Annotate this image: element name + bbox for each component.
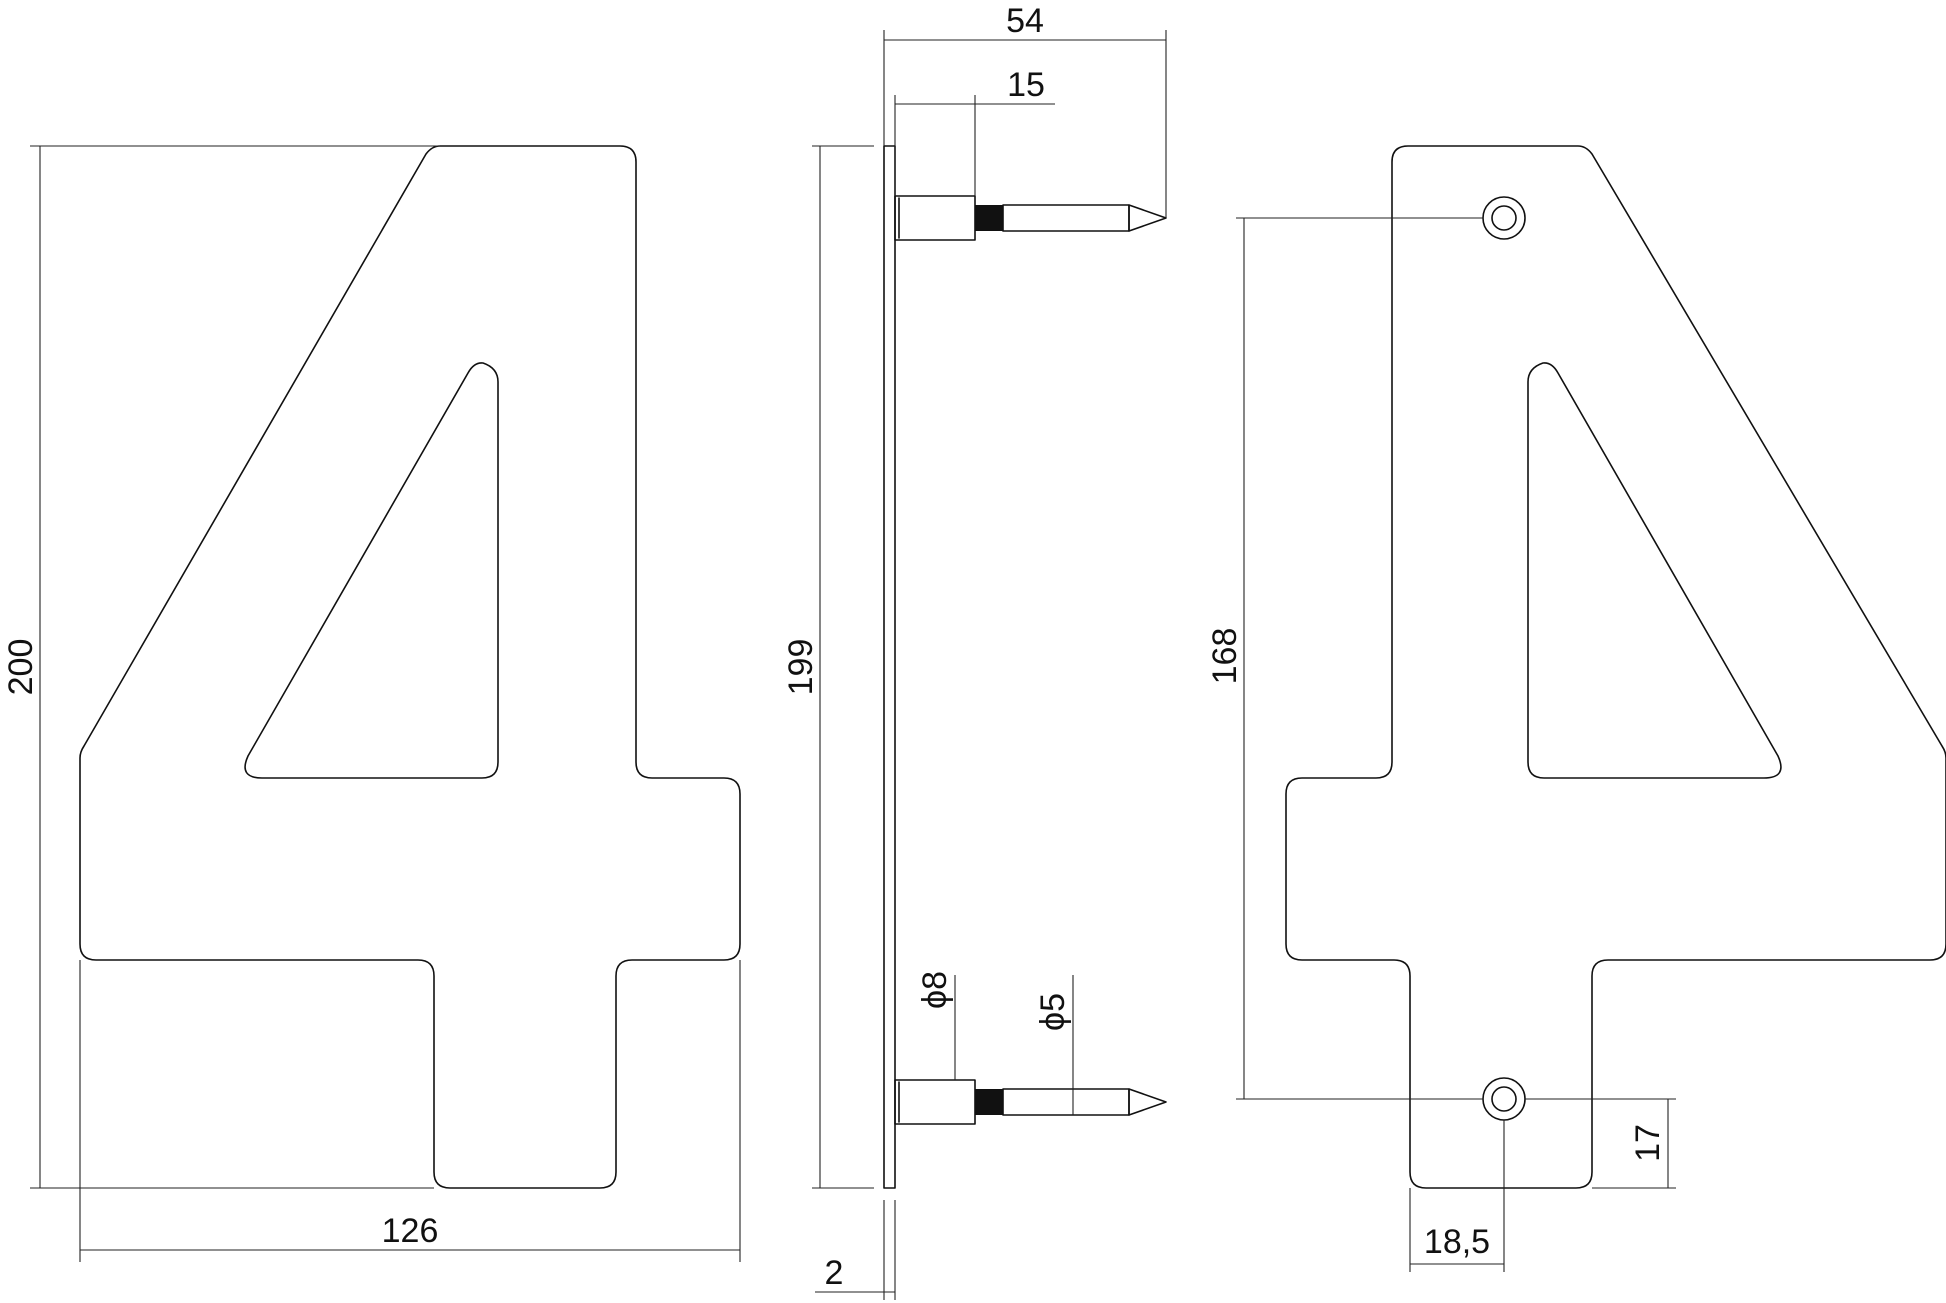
pin-diameter-dimension: ϕ5 — [1034, 975, 1074, 1115]
spacer-diameter-label: ϕ8 — [916, 971, 954, 1009]
back-side-offset-dimension: 18,5 — [1409, 1120, 1505, 1272]
top-pin-tip — [1128, 204, 1167, 232]
front-height-dimension: 200 — [2, 145, 440, 1189]
bottom-thread — [975, 1089, 1003, 1115]
front-height-label: 200 — [2, 639, 40, 696]
bottom-pin — [1002, 1088, 1130, 1116]
side-height-dimension: 199 — [782, 145, 874, 1189]
side-plate — [883, 145, 896, 1189]
front-counter — [244, 362, 499, 779]
side-depth-label: 54 — [1006, 2, 1044, 40]
top-thread — [975, 205, 1003, 231]
back-hole-distance-dimension: 168 — [1206, 217, 1483, 1100]
bottom-pin-tip — [1128, 1088, 1167, 1116]
bottom-hole-inner — [1491, 1086, 1517, 1112]
front-width-dimension: 126 — [79, 960, 741, 1262]
side-spacer-dimension: 15 — [894, 66, 1055, 196]
side-height-label: 199 — [782, 639, 820, 696]
top-hole-inner — [1491, 205, 1517, 231]
side-spacer-label: 15 — [1007, 66, 1045, 104]
back-side-offset-label: 18,5 — [1424, 1223, 1490, 1261]
back-outline — [1285, 145, 1946, 1189]
top-hole-outer — [1482, 196, 1526, 240]
bottom-fixing-pin — [894, 1079, 1167, 1125]
back-hole-distance-label: 168 — [1206, 628, 1244, 685]
pin-diameter-label: ϕ5 — [1034, 993, 1072, 1031]
front-view — [79, 145, 741, 1189]
side-thickness-label: 2 — [825, 1254, 844, 1292]
back-counter — [1527, 362, 1782, 779]
bottom-hole-outer — [1482, 1077, 1526, 1121]
front-outline — [79, 145, 741, 1189]
back-view — [1285, 145, 1946, 1189]
bottom-spacer — [894, 1079, 976, 1125]
side-thickness-dimension: 2 — [815, 1200, 896, 1300]
back-bottom-offset-dimension: 17 — [1525, 1098, 1676, 1189]
spacer-diameter-dimension: ϕ8 — [916, 971, 956, 1080]
top-pin — [1002, 204, 1130, 232]
side-view — [883, 145, 1167, 1189]
side-depth-dimension: 54 — [883, 2, 1167, 218]
top-spacer — [894, 195, 976, 241]
top-fixing-pin — [894, 195, 1167, 241]
front-width-label: 126 — [382, 1212, 439, 1250]
back-bottom-offset-label: 17 — [1629, 1124, 1667, 1162]
